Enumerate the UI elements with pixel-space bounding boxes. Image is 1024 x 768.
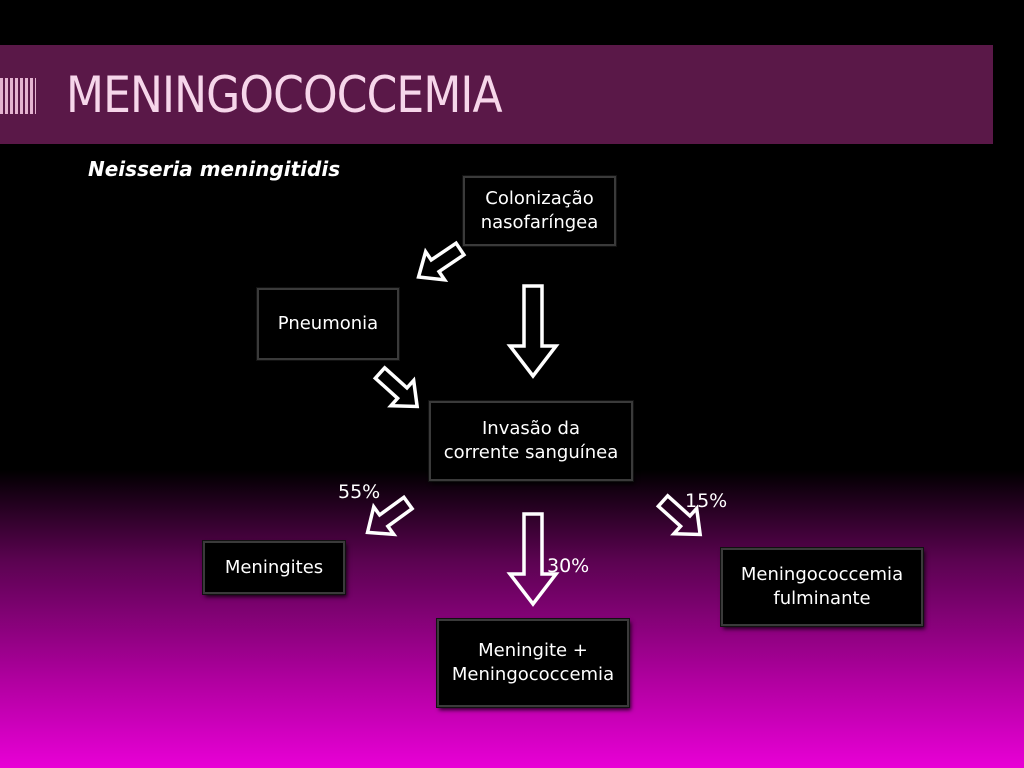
arrow-pneumonia-to-invasion [372, 365, 420, 409]
node-fulminant: Meningococcemia fulminante [721, 548, 923, 626]
node-meningitis: Meningites [203, 541, 345, 594]
node-both-line2: Meningococcemia [451, 664, 615, 685]
node-meningitis-label: Meningites [224, 556, 324, 578]
slide-title: MENINGOCOCCEMIA [66, 66, 503, 124]
node-fulminant-line1: Meningococcemia [740, 564, 904, 585]
title-bar [0, 45, 993, 144]
node-pneumonia-label: Pneumonia [277, 313, 379, 334]
node-invasion: Invasão da corrente sanguínea [429, 401, 633, 481]
arrow-colonization-to-pneumonia [416, 240, 467, 283]
node-both-line1: Meningite + [478, 640, 588, 661]
node-fulminant-line2: fulminante [773, 588, 871, 609]
slide-subtitle: Neisseria meningitidis [88, 157, 341, 181]
percent-fulminant: 15% [685, 490, 728, 512]
node-invasion-line2: corrente sanguínea [443, 442, 619, 463]
node-invasion-line1: Invasão da [482, 418, 580, 439]
node-pneumonia: Pneumonia [257, 288, 399, 360]
arrow-invasion-to-fulminant [655, 493, 703, 537]
node-colonization-line1: Colonização [485, 188, 594, 209]
node-colonization-line2: nasofaríngea [480, 212, 599, 233]
percent-both: 30% [547, 555, 590, 577]
node-meningitis-plus-meningococcemia: Meningite + Meningococcemia [437, 619, 629, 707]
arrow-invasion-to-both [506, 512, 560, 607]
arrow-colonization-to-invasion [506, 284, 560, 379]
arrow-invasion-to-meningitis [365, 494, 415, 537]
percent-meningitis: 55% [338, 481, 381, 503]
title-stripes-decoration [0, 78, 36, 114]
node-colonization: Colonização nasofaríngea [463, 176, 616, 246]
